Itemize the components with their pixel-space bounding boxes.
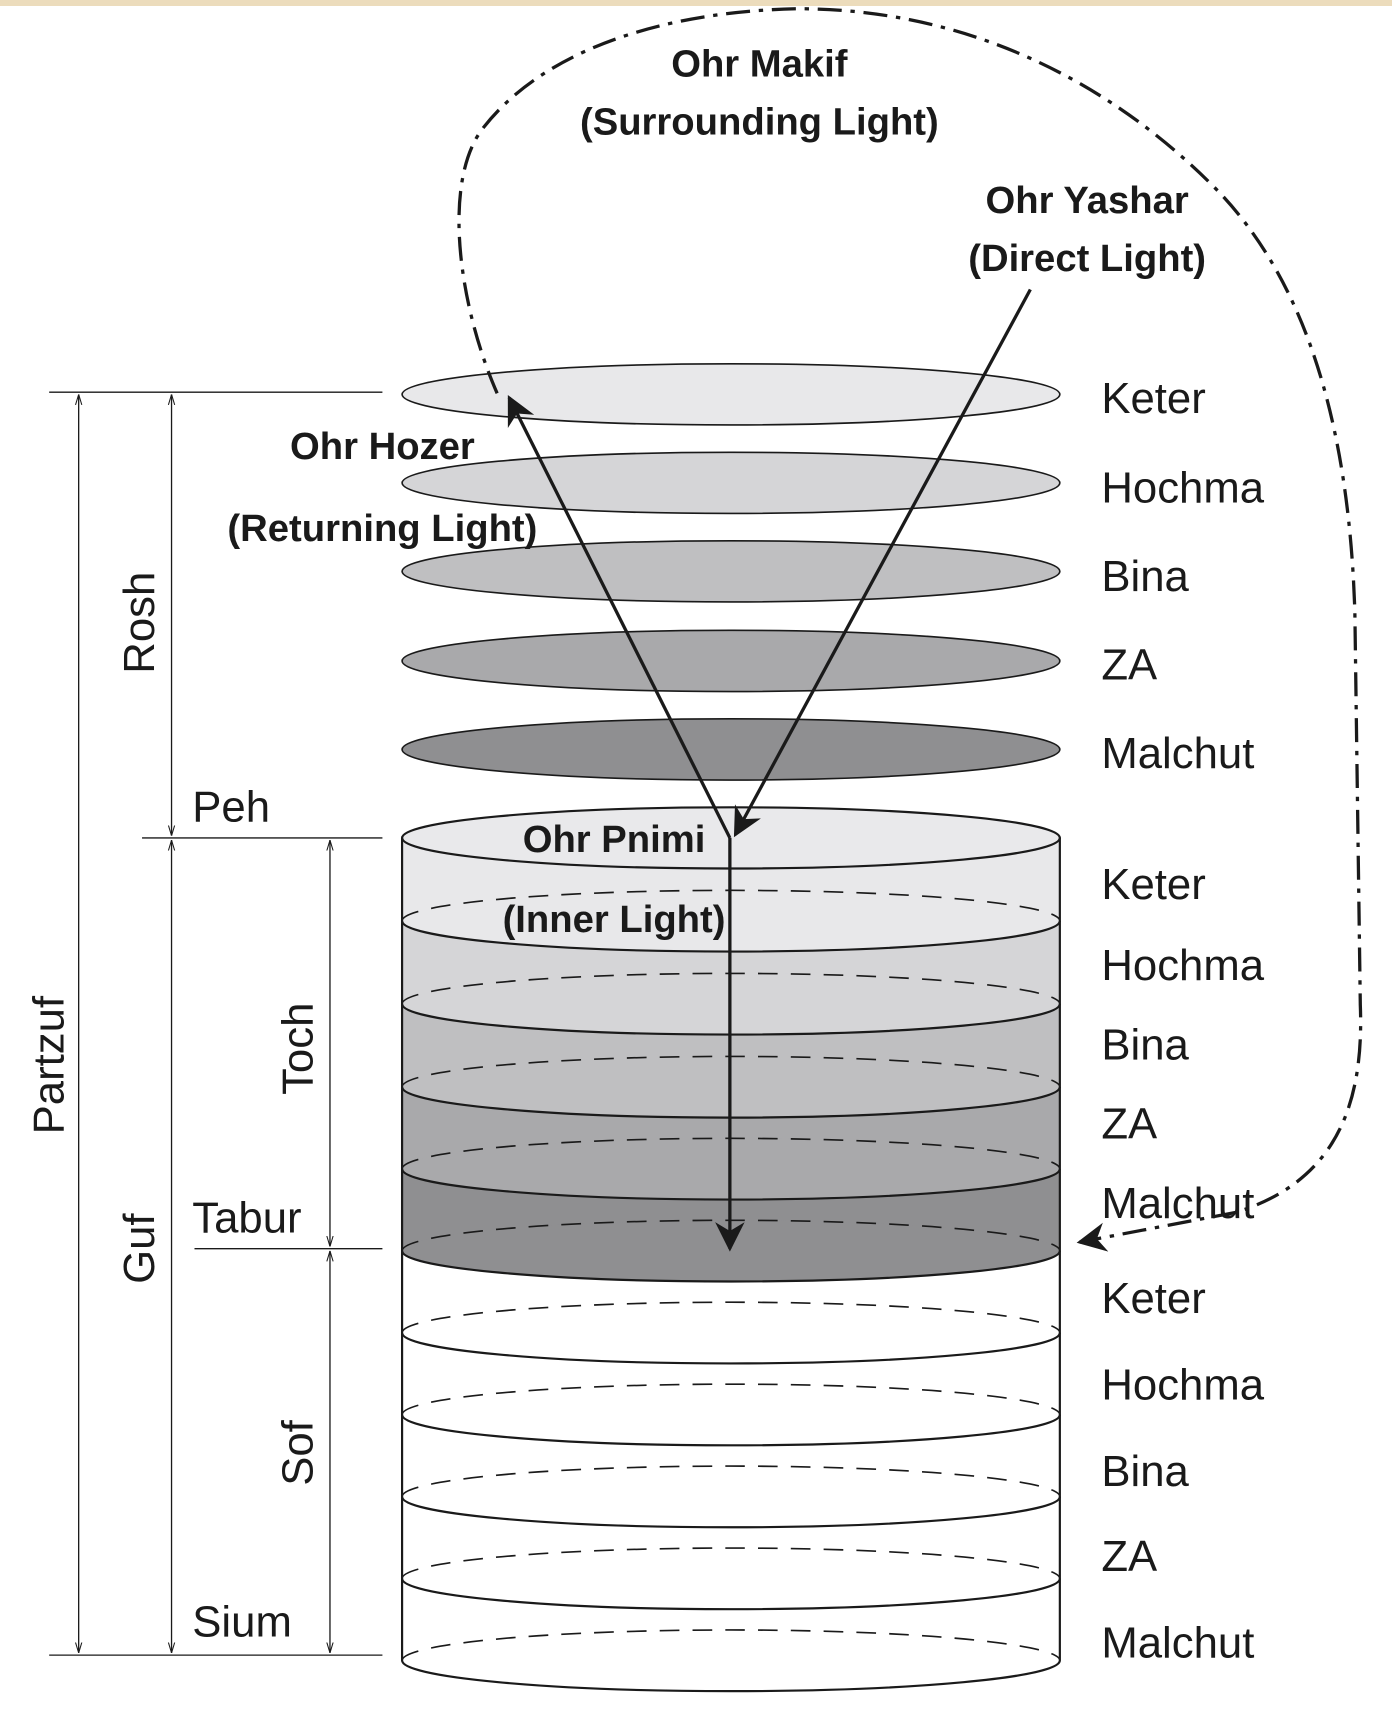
rosh-disks <box>401 362 1061 781</box>
back-arc <box>401 1629 1061 1661</box>
ohr-makif-title: Ohr Makif <box>671 42 848 85</box>
guf-label: Guf <box>115 1213 164 1284</box>
sof-label: Sof <box>273 1419 322 1485</box>
sof-sefirot-label: Keter <box>1101 1274 1205 1323</box>
front-arc <box>400 1578 1061 1611</box>
sof-sefirot-label: Hochma <box>1101 1360 1264 1409</box>
sof-sefirot-label: ZA <box>1101 1532 1158 1581</box>
ohr-yashar-title: Ohr Yashar <box>986 179 1189 222</box>
front-arc <box>400 1332 1061 1365</box>
ohr-pnimi-subtitle: (Inner Light) <box>503 898 726 941</box>
toch-sefirot-label: Malchut <box>1101 1179 1254 1228</box>
ohr-hozer-arrow <box>507 395 732 839</box>
rosh-disk-keter <box>401 362 1061 426</box>
sof-sefirot-label: Bina <box>1101 1447 1189 1496</box>
toch-sefirot-label: ZA <box>1101 1099 1158 1148</box>
back-arc <box>401 1383 1061 1415</box>
front-arc <box>400 1250 1061 1283</box>
sium-label: Sium <box>192 1598 292 1647</box>
rosh-label: Rosh <box>115 572 164 674</box>
ohr-makif-subtitle: (Surrounding Light) <box>580 100 939 143</box>
front-arc <box>400 1414 1061 1447</box>
rosh-sefirot-label: Bina <box>1101 552 1189 601</box>
ohr-makif-loop <box>457 7 1363 1252</box>
partzuf-label: Partzuf <box>24 995 73 1134</box>
peh-label: Peh <box>192 783 270 832</box>
front-arc <box>400 1660 1061 1693</box>
rosh-sefirot-label: ZA <box>1101 641 1158 690</box>
front-arc <box>400 1496 1061 1529</box>
ohr-hozer-title: Ohr Hozer <box>290 425 475 468</box>
rosh-sefirot-label: Hochma <box>1101 464 1264 513</box>
dimension-lines <box>49 391 383 1656</box>
back-arc <box>401 1547 1061 1579</box>
ohr-yashar-subtitle: (Direct Light) <box>968 237 1206 280</box>
toch-label: Toch <box>273 1003 322 1095</box>
back-arc <box>401 1301 1061 1333</box>
rosh-disk-bina <box>401 539 1061 603</box>
rosh-disk-hochma <box>401 451 1061 515</box>
toch-sefirot-label: Hochma <box>1101 941 1264 990</box>
rosh-sefirot-label: Keter <box>1101 374 1205 423</box>
sof-sefirot-label: Malchut <box>1101 1618 1254 1667</box>
top-band <box>0 0 1392 6</box>
rosh-disk-za <box>401 629 1061 693</box>
rosh-sefirot-label: Malchut <box>1101 729 1254 778</box>
toch-sefirot-label: Bina <box>1101 1021 1189 1070</box>
rosh-disk-malchut <box>401 718 1061 781</box>
ohr-pnimi-title: Ohr Pnimi <box>523 818 706 861</box>
sefirot-labels: KeterHochmaBinaZAMalchutKeterHochmaBinaZ… <box>1101 374 1264 1667</box>
tabur-label: Tabur <box>192 1193 301 1242</box>
ohr-yashar-arrow <box>733 288 1032 838</box>
toch-sefirot-label: Keter <box>1101 860 1205 909</box>
back-arc <box>401 1465 1061 1497</box>
ohr-hozer-subtitle: (Returning Light) <box>227 507 537 550</box>
